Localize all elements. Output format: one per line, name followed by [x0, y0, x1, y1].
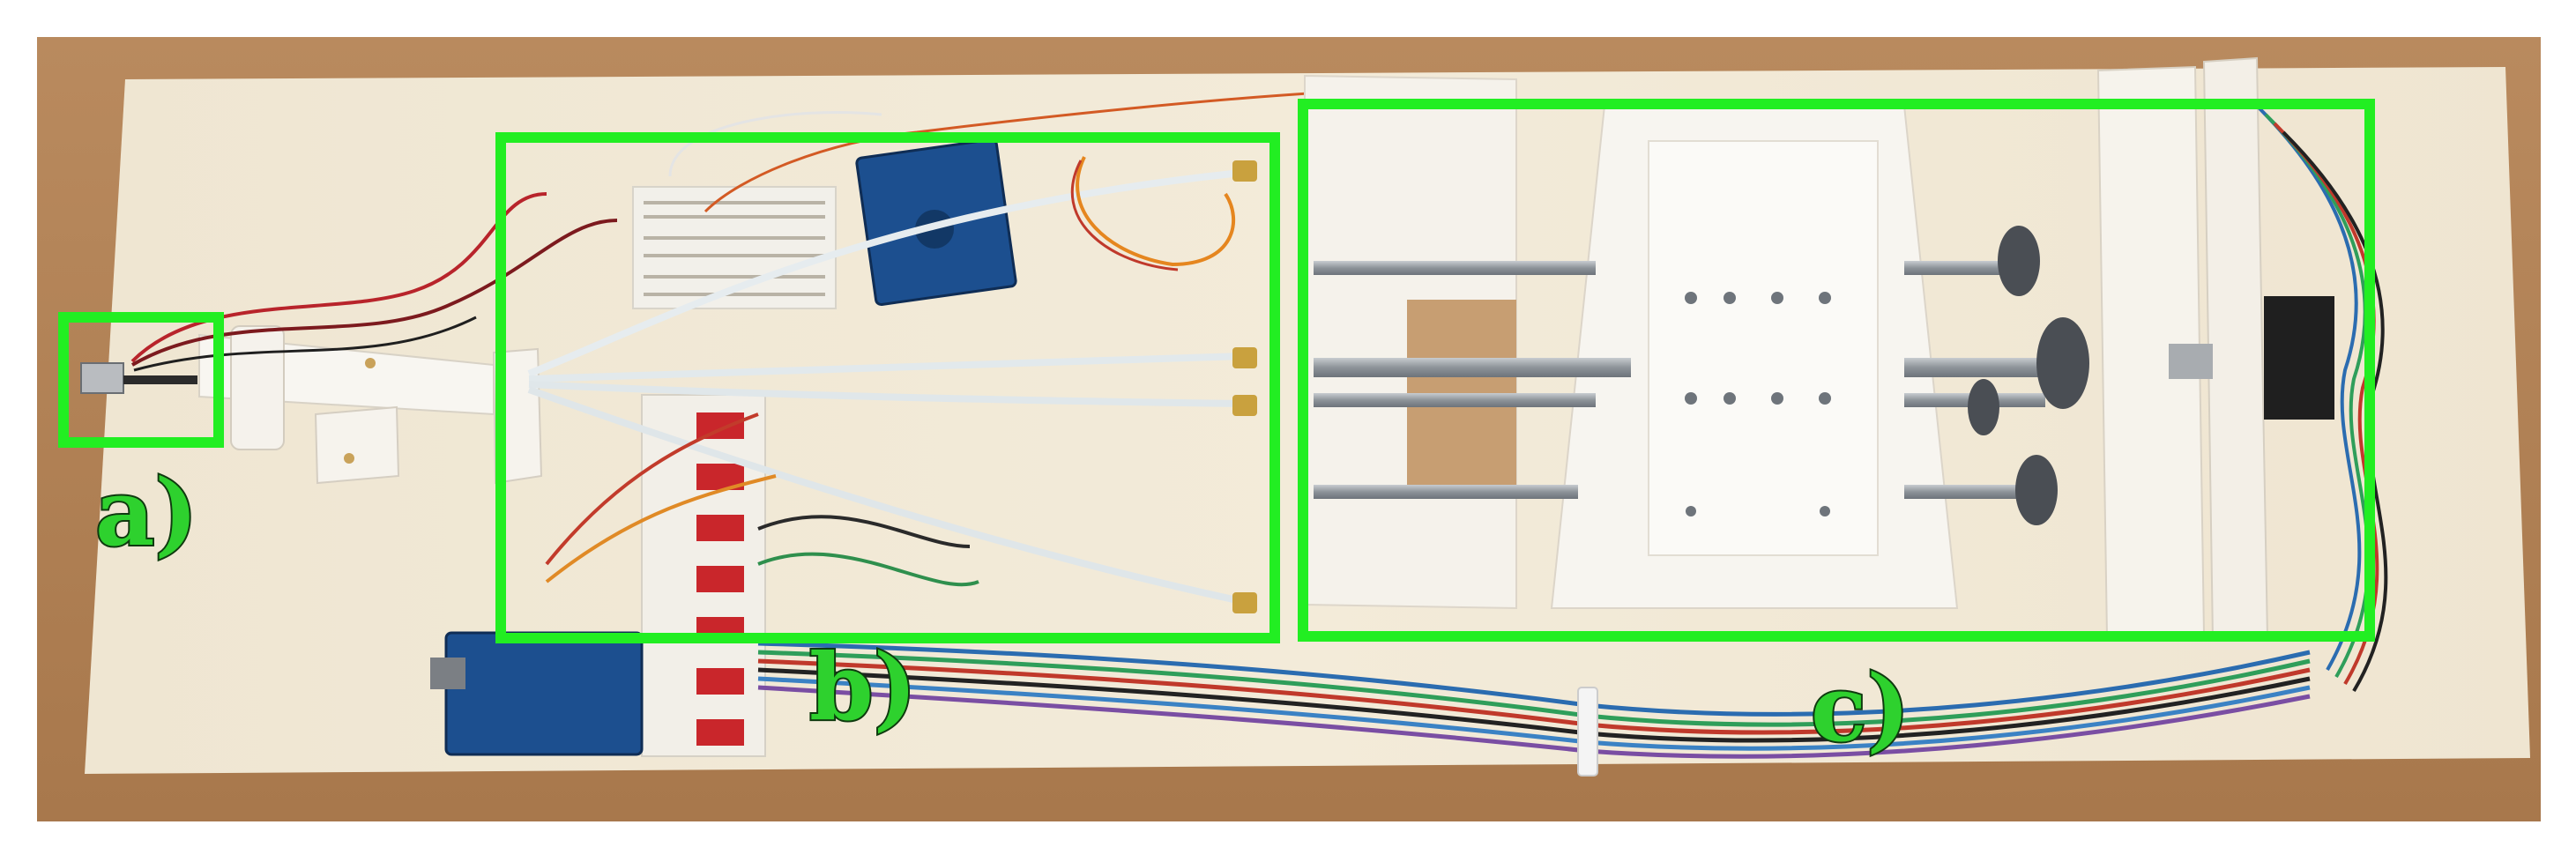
- gripper-tip: [80, 362, 124, 394]
- pneumatic-tube: [527, 386, 1242, 605]
- tube-fittings: [1232, 160, 1257, 613]
- lead-screw: [1314, 358, 1631, 377]
- region-label-a: a): [93, 458, 200, 567]
- arm-bracket-left: [314, 405, 400, 485]
- lead-screw: [1904, 358, 2063, 377]
- pneumatic-tube: [527, 169, 1242, 377]
- stepper-motor: [2264, 296, 2334, 420]
- lead-screw: [1314, 393, 1596, 407]
- mount-screw: [365, 358, 376, 368]
- servo-wire: [1070, 160, 1179, 271]
- pneumatic-tube: [528, 353, 1242, 383]
- pillow-bearings: [1968, 226, 2089, 525]
- signal-wire: [757, 552, 979, 587]
- signal-wire: [545, 474, 777, 583]
- gripper-wire: [133, 316, 477, 372]
- lead-screw: [1314, 261, 1596, 275]
- lead-screw: [1904, 261, 2028, 275]
- gripper-shaft: [123, 375, 197, 384]
- signal-wire: [757, 515, 971, 548]
- highlight-box-c: [1298, 99, 2375, 642]
- end-plate: [2202, 56, 2269, 642]
- highlight-box-b: [495, 132, 1280, 643]
- breadboard-holes: [644, 201, 825, 296]
- region-label-c: c): [1809, 654, 1912, 762]
- carriage-bolts: [1685, 292, 1831, 516]
- servo-wire: [1076, 156, 1236, 267]
- actuator-stage: [1304, 56, 2334, 642]
- motor-coupler: [2169, 344, 2213, 379]
- signal-wire: [545, 412, 759, 566]
- lead-screw: [1314, 485, 1578, 499]
- region-label-b: b): [808, 633, 919, 741]
- signal-wire: [704, 90, 1341, 213]
- usb-connector: [430, 658, 465, 689]
- cable-tie: [1577, 687, 1598, 777]
- highlight-box-a: [58, 312, 224, 448]
- arm-mount: [230, 325, 285, 450]
- lead-screw: [1904, 485, 2036, 499]
- arduino-board-bottom: [444, 631, 644, 756]
- signal-wire: [668, 111, 882, 177]
- carriage-top-plate: [1648, 140, 1879, 556]
- mount-screw: [344, 453, 354, 464]
- pneumatic-tube: [528, 381, 1242, 407]
